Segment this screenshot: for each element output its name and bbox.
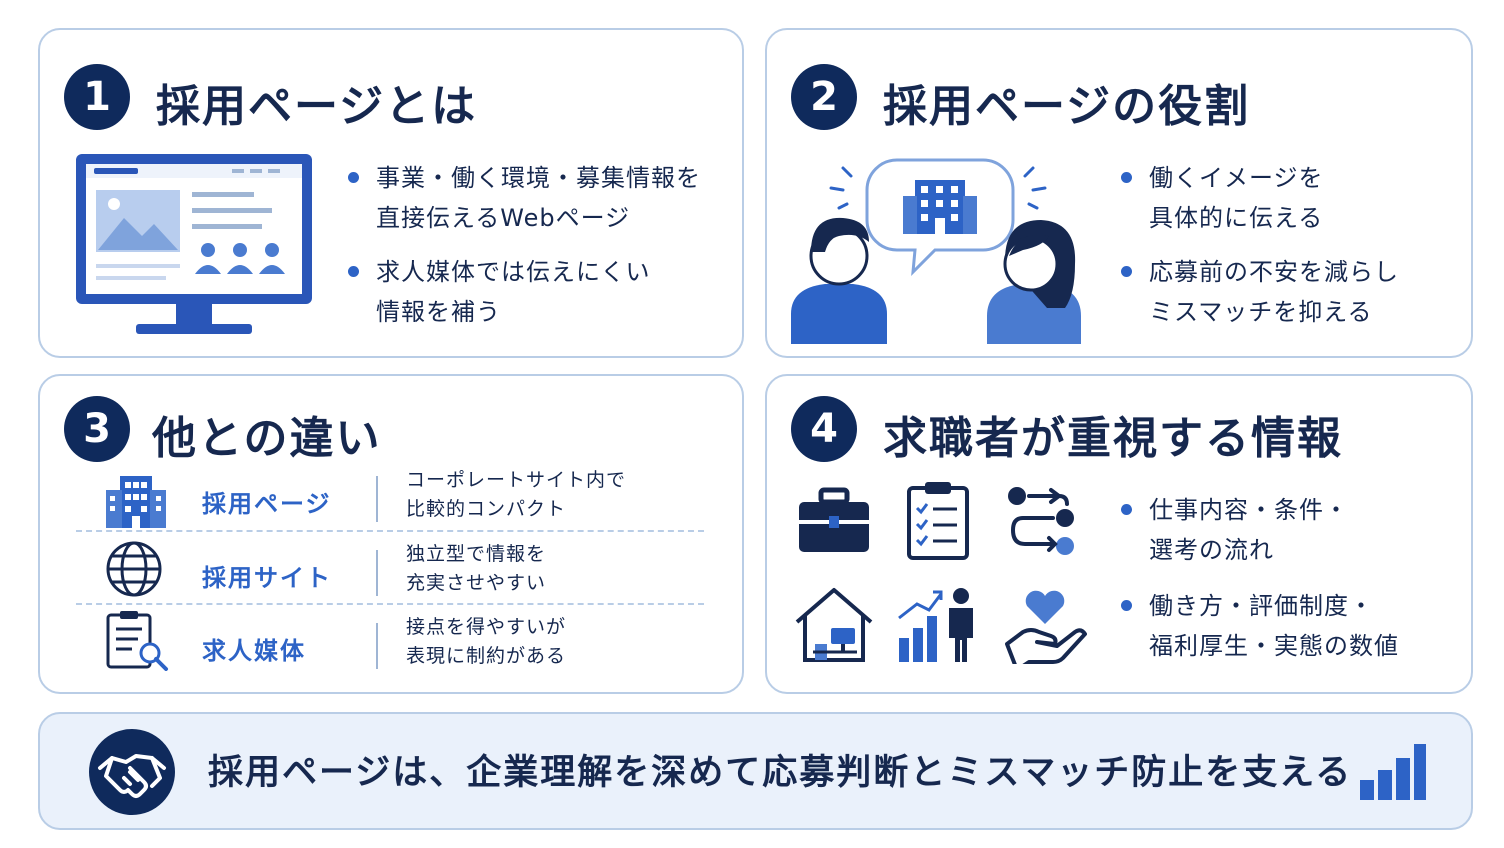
summary-text: 採用ページは、企業理解を深めて応募判断とミスマッチ防止を支える: [208, 753, 1353, 793]
card-what-is-recruitment-page: 1 採用ページとは 事業・働く環境・募集情報を直接伝えるWebページ 求人媒体で…: [38, 28, 744, 358]
comparison-row: 採用サイト 独立型で情報を充実させやすい: [74, 540, 704, 610]
bullet-item: 働くイメージを具体的に伝える: [1119, 158, 1399, 238]
growth-person-icon: [898, 588, 973, 662]
monitor-webpage-icon: [76, 154, 312, 334]
step-number-4: 4: [791, 396, 857, 462]
house-workspace-icon: [795, 588, 873, 662]
card-title-1: 採用ページとは: [156, 81, 478, 132]
row-description: 接点を得やすいが表現に制約がある: [406, 616, 567, 667]
heart-hand-icon: [1005, 590, 1087, 664]
bullet-list-2: 働くイメージを具体的に伝える 応募前の不安を減らしミスマッチを抑える: [1119, 158, 1399, 346]
checklist-icon: [907, 482, 969, 560]
row-separator: [76, 603, 704, 605]
bullet-item: 事業・働く環境・募集情報を直接伝えるWebページ: [346, 158, 701, 238]
building-icon: [106, 476, 166, 528]
card-title-3: 他との違い: [152, 413, 382, 464]
bullet-item: 求人媒体では伝えにくい情報を補う: [346, 252, 701, 332]
conversation-people-icon: [791, 158, 1081, 344]
flow-icon: [1008, 487, 1074, 555]
bullet-item: 仕事内容・条件・選考の流れ: [1119, 490, 1399, 570]
card-title-2: 採用ページの役割: [883, 81, 1251, 132]
bullet-list-1: 事業・働く環境・募集情報を直接伝えるWebページ 求人媒体では伝えにくい情報を補…: [346, 158, 701, 346]
clipboard-search-icon: [106, 611, 168, 671]
bullet-list-4: 仕事内容・条件・選考の流れ 働き方・評価制度・福利厚生・実態の数値: [1119, 490, 1399, 680]
bar-chart-icon: [1360, 744, 1426, 800]
card-info-job-seekers-value: 4 求職者が重視する情報: [765, 374, 1473, 694]
row-description: コーポレートサイト内で比較的コンパクト: [406, 469, 627, 520]
row-separator: [76, 530, 704, 532]
step-number-2: 2: [791, 64, 857, 130]
briefcase-icon: [799, 487, 869, 552]
comparison-row: 採用ページ コーポレートサイト内で比較的コンパクト: [74, 466, 704, 536]
card-role-of-recruitment-page: 2 採用ページの役割 働くイメージを具体的に伝える 応募前の不安を減らしミスマッ…: [765, 28, 1473, 358]
row-divider: [376, 550, 378, 596]
row-divider: [376, 476, 378, 522]
step-number-1: 1: [64, 64, 130, 130]
row-label: 採用サイト: [202, 564, 332, 592]
comparison-row: 求人媒体 接点を得やすいが表現に制約がある: [74, 611, 704, 683]
globe-icon: [106, 541, 162, 597]
row-label: 求人媒体: [202, 637, 306, 665]
card-title-4: 求職者が重視する情報: [883, 413, 1343, 464]
row-description: 独立型で情報を充実させやすい: [406, 543, 547, 594]
summary-banner: 採用ページは、企業理解を深めて応募判断とミスマッチ防止を支える: [38, 712, 1473, 830]
step-number-3: 3: [64, 396, 130, 462]
row-label: 採用ページ: [202, 490, 332, 518]
bullet-item: 応募前の不安を減らしミスマッチを抑える: [1119, 252, 1399, 332]
row-divider: [376, 623, 378, 669]
card-differences: 3 他との違い 採用ページ コーポレートサイト内で比較的コンパクト: [38, 374, 744, 694]
handshake-icon: [89, 729, 175, 815]
bullet-item: 働き方・評価制度・福利厚生・実態の数値: [1119, 586, 1399, 666]
